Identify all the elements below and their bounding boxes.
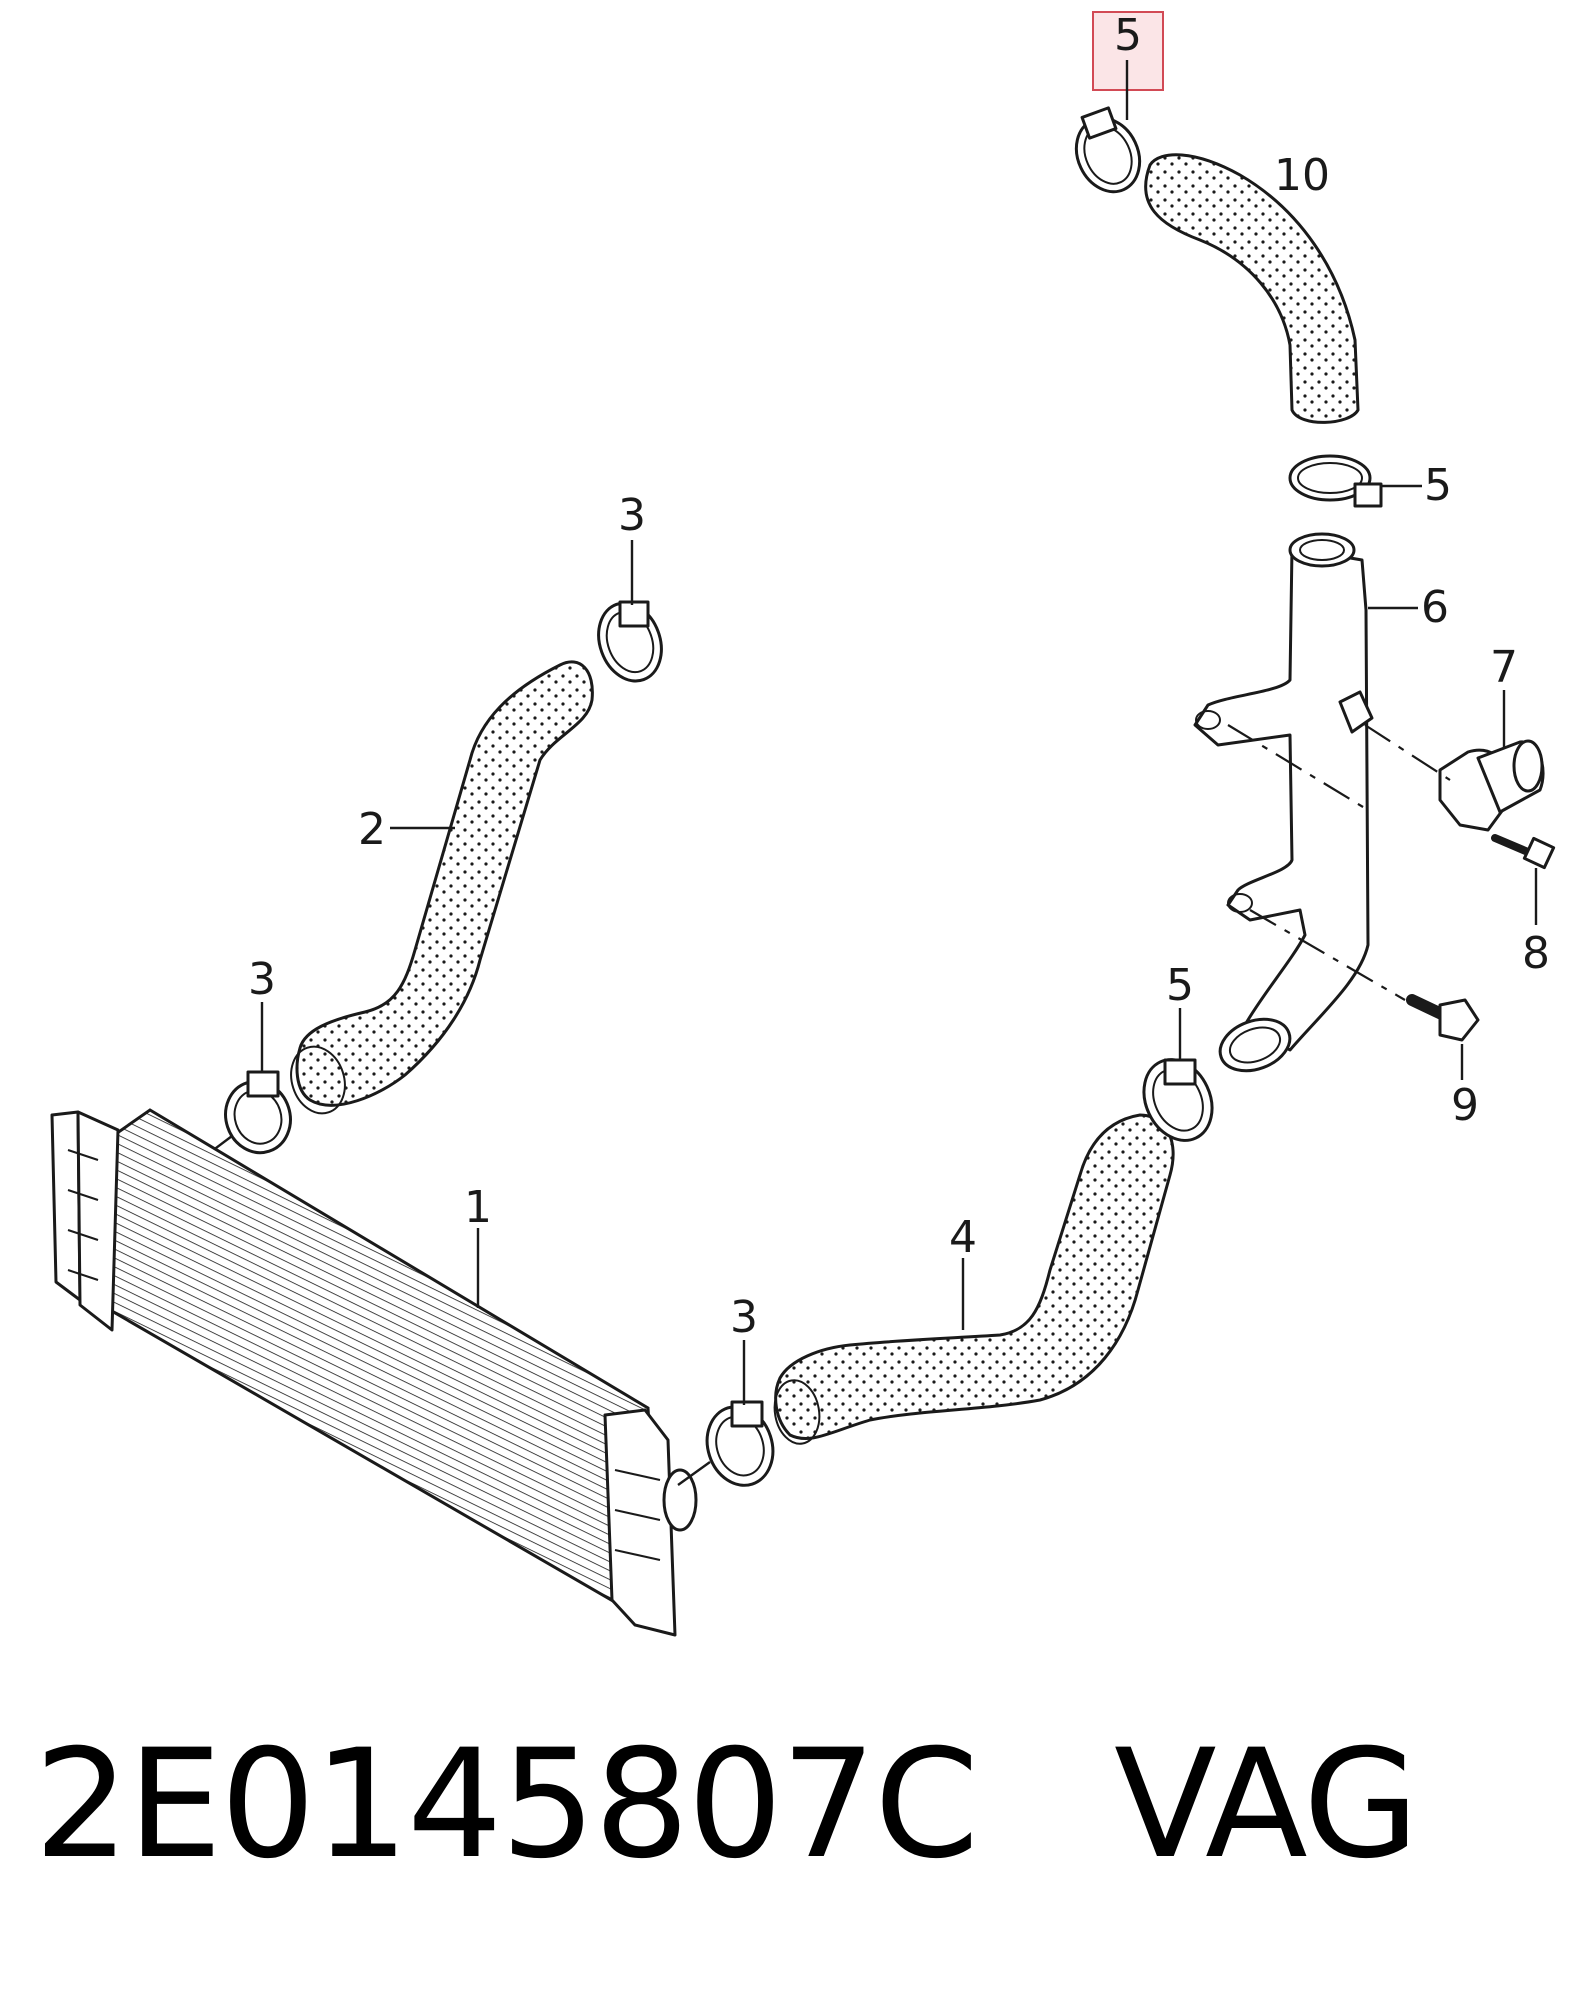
hose-2[interactable] xyxy=(283,660,594,1120)
hose-clamp-3-bottom[interactable] xyxy=(697,1398,783,1494)
callout-3-top: 3 xyxy=(618,490,646,541)
hose-clamp-3-left[interactable] xyxy=(216,1070,299,1161)
hose-clamp-5-lower[interactable] xyxy=(1131,1048,1225,1151)
callout-8: 8 xyxy=(1522,928,1550,979)
bolt-9[interactable] xyxy=(1406,994,1480,1042)
hose-clamp-5-upper[interactable] xyxy=(1288,454,1383,508)
hose-clamp-5-top[interactable] xyxy=(1065,106,1151,202)
callout-5-highlighted: 5 xyxy=(1114,10,1142,61)
callout-5-lower: 5 xyxy=(1166,960,1194,1011)
callout-6: 6 xyxy=(1421,582,1449,633)
pipe-6[interactable] xyxy=(1193,532,1374,1080)
part-number: 2E0145807C xyxy=(34,1718,979,1892)
callout-4: 4 xyxy=(949,1212,977,1263)
hose-10[interactable] xyxy=(1144,153,1360,424)
bolt-8[interactable] xyxy=(1491,834,1556,870)
part-caption: 2E0145807C VAG xyxy=(34,1730,1419,1880)
intercooler-1[interactable] xyxy=(50,1108,698,1637)
coolant-fitting-7[interactable] xyxy=(1438,739,1545,832)
callout-3-bottom: 3 xyxy=(730,1292,758,1343)
callout-5-upper: 5 xyxy=(1424,460,1452,511)
callout-1: 1 xyxy=(464,1182,492,1233)
callout-10: 10 xyxy=(1274,150,1330,201)
callout-9: 9 xyxy=(1451,1080,1479,1131)
hose-clamp-3-top[interactable] xyxy=(588,594,672,690)
callout-3-left: 3 xyxy=(248,954,276,1005)
callout-7: 7 xyxy=(1490,642,1518,693)
callout-2: 2 xyxy=(358,804,386,855)
brand-name: VAG xyxy=(1114,1718,1419,1892)
hose-4[interactable] xyxy=(770,1113,1175,1447)
